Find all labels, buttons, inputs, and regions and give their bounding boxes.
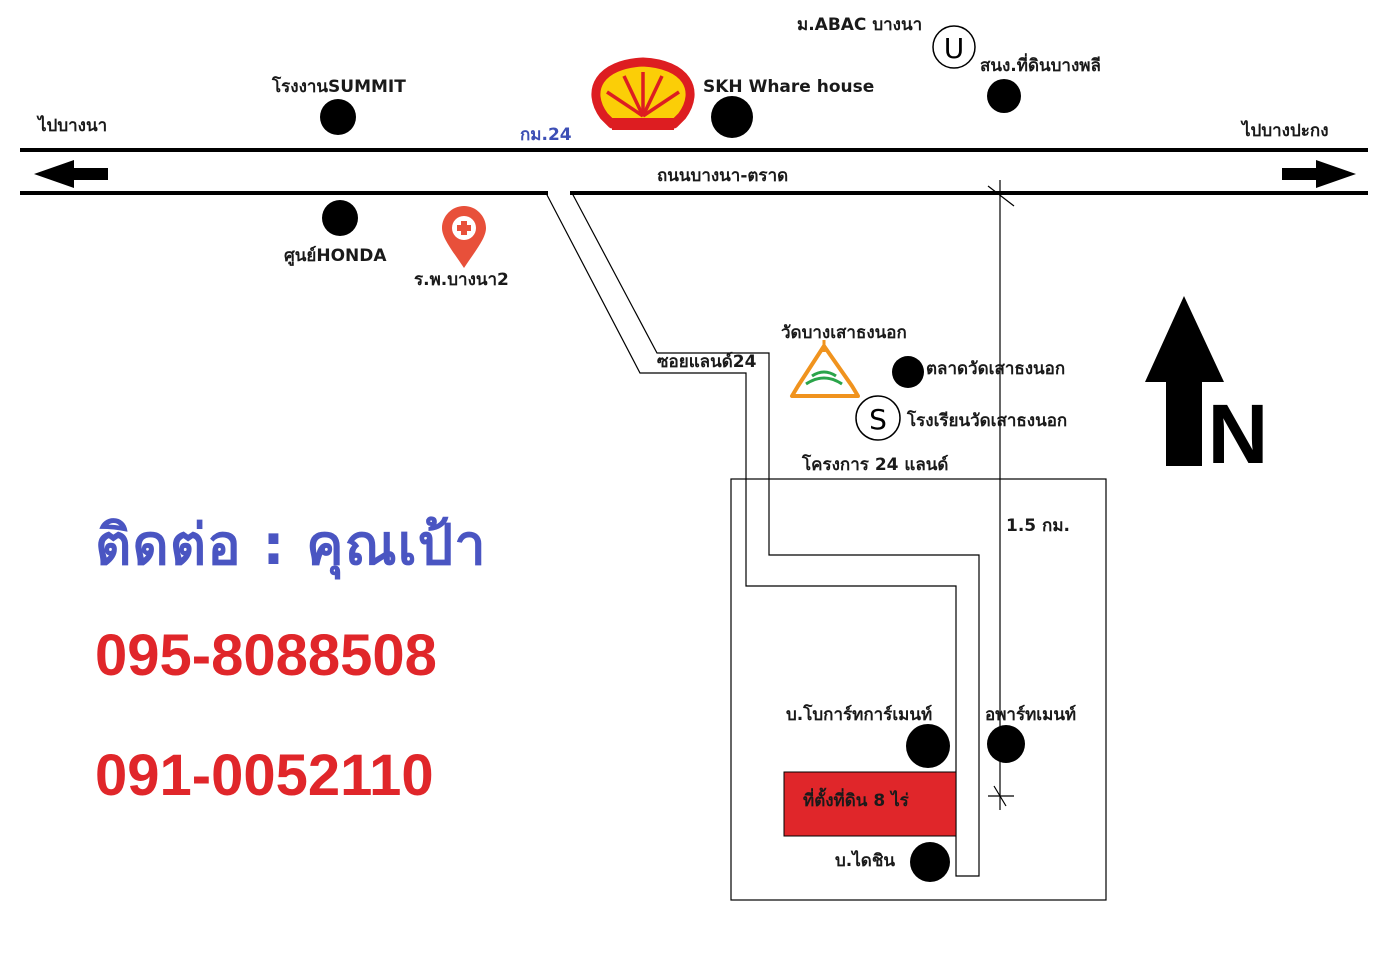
main-road-label: ถนนบางนา-ตราด: [657, 166, 788, 186]
market-label: ตลาดวัดเสาธงนอก: [926, 359, 1065, 379]
skh-marker: [711, 96, 753, 138]
distance-line: [987, 180, 1015, 810]
land-office-label: สนง.ที่ดินบางพลี: [980, 53, 1101, 76]
svg-text:U: U: [944, 32, 965, 65]
phone-number-2[interactable]: 091-0052110: [95, 743, 434, 808]
contact-name: ติดต่อ : คุณเป้า: [95, 513, 487, 578]
arrow-right-icon: [1282, 160, 1356, 188]
daichin-label: บ.ไดชิน: [835, 850, 895, 871]
land-plot: [783, 771, 957, 837]
land-office-marker: [987, 79, 1021, 113]
main-road: [20, 148, 1368, 195]
phone-number-1[interactable]: 095-8088508: [95, 623, 437, 688]
market-marker: [892, 356, 924, 388]
direction-left-label: ไปบางนา: [36, 115, 107, 136]
bo-garment-label: บ.โบการ์ทการ์เมนท์: [786, 704, 932, 725]
svg-text:N: N: [1208, 387, 1269, 481]
plot-label: ที่ตั้งที่ดิน 8 ไร่: [803, 787, 910, 811]
project-label: โครงการ 24 แลนด์: [801, 454, 948, 475]
bo-garment-marker: [906, 724, 950, 768]
honda-label: ศูนย์HONDA: [284, 245, 387, 267]
svg-text:S: S: [869, 403, 887, 436]
temple-icon: [790, 340, 860, 398]
university-icon: U: [932, 25, 976, 69]
hospital-pin-icon: [442, 206, 486, 268]
project-boundary: [730, 478, 1107, 901]
distance-label: 1.5 กม.: [1006, 516, 1070, 536]
daichin-marker: [910, 842, 950, 882]
abac-label: ม.ABAC บางนา: [797, 15, 922, 35]
skh-label: SKH Whare house: [703, 77, 874, 97]
honda-marker: [322, 200, 358, 236]
soi-label: ซอยแลนด์24: [657, 351, 757, 372]
arrow-left-icon: [34, 160, 108, 188]
school-icon: S: [855, 395, 901, 441]
summit-label: โรงงานSUMMIT: [271, 76, 406, 97]
temple-label: วัดบางเสาธงนอก: [781, 323, 907, 343]
school-label: โรงเรียนวัดเสาธงนอก: [906, 410, 1067, 431]
apartment-marker: [987, 725, 1025, 763]
apartment-label: อพาร์ทเมนท์: [985, 704, 1076, 725]
north-arrow-icon: N: [1145, 296, 1268, 481]
km-marker-label: กม.24: [520, 125, 572, 145]
hospital-label: ร.พ.บางนา2: [414, 270, 509, 290]
summit-marker: [320, 99, 356, 135]
direction-right-label: ไปบางปะกง: [1240, 120, 1329, 141]
soi-road: [545, 192, 980, 877]
shell-logo-icon: [591, 57, 695, 130]
